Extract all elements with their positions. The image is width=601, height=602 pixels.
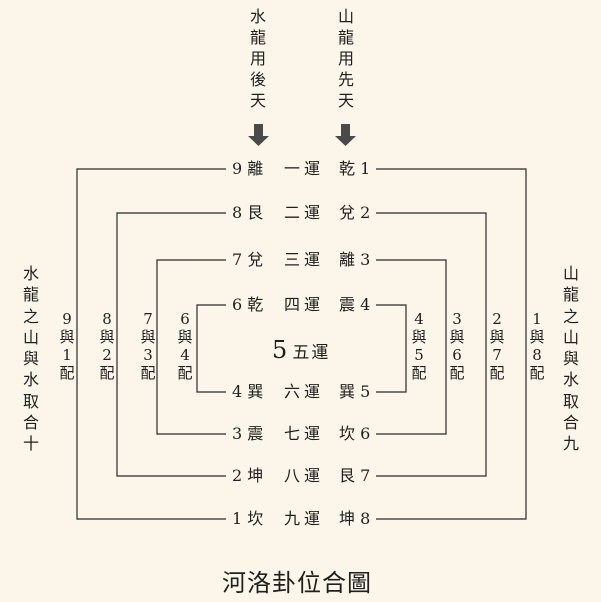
row-3-yun: 三運 [284, 250, 325, 269]
right-side-label: 山龍之山與水取合九 [562, 264, 579, 454]
row-3-left: 7 兌 [232, 250, 264, 269]
bracket-left-3 [156, 259, 226, 435]
row-2-right: 兌 2 [339, 203, 371, 222]
bracket-right-2 [376, 212, 487, 477]
left-side-label: 水龍之山與水取合十 [22, 264, 39, 454]
row-4-yun: 四運 [284, 295, 325, 314]
row-6-right: 巽 5 [339, 382, 371, 401]
row-1-left: 9 離 [232, 159, 264, 178]
row-4-right: 震 4 [339, 295, 371, 314]
row-9-yun: 九運 [284, 509, 325, 528]
bracket-left-4 [196, 304, 226, 393]
top-left-label: 水龍用後天 [249, 7, 266, 111]
bracket-left-1 [76, 168, 226, 520]
row-9-left: 1 坎 [232, 509, 264, 528]
row-3-right: 離 3 [339, 250, 371, 269]
center-number: 5 [272, 336, 288, 364]
down-arrow-icon-left [248, 124, 269, 146]
row-2-left: 8 艮 [232, 203, 264, 222]
row-7-right: 坎 6 [339, 424, 371, 443]
bracket-right-3 [376, 259, 447, 435]
row-9-right: 坤 8 [339, 509, 371, 528]
row-6-yun: 六運 [284, 382, 325, 401]
row-8-yun: 八運 [284, 466, 325, 485]
row-8-right: 艮 7 [339, 466, 371, 485]
row-1-yun: 一運 [284, 159, 325, 178]
bracket-right-4 [376, 304, 407, 393]
center-yun: 五運 [292, 343, 331, 363]
down-arrow-icon-right [335, 124, 356, 146]
bracket-left-2 [116, 212, 226, 477]
row-7-yun: 七運 [284, 424, 325, 443]
row-2-yun: 二運 [284, 203, 325, 222]
arrows [248, 124, 356, 146]
bracket-right-1 [376, 168, 527, 520]
row-4-left: 6 乾 [232, 295, 264, 314]
row-7-left: 3 震 [232, 424, 264, 443]
top-right-label: 山龍用先天 [337, 7, 354, 111]
row-1-right: 乾 1 [339, 159, 371, 178]
row-8-left: 2 坤 [232, 466, 264, 485]
center-label: 5 五運 [272, 338, 330, 362]
diagram-title: 河洛卦位合圖 [222, 569, 372, 597]
row-6-left: 4 巽 [232, 382, 264, 401]
